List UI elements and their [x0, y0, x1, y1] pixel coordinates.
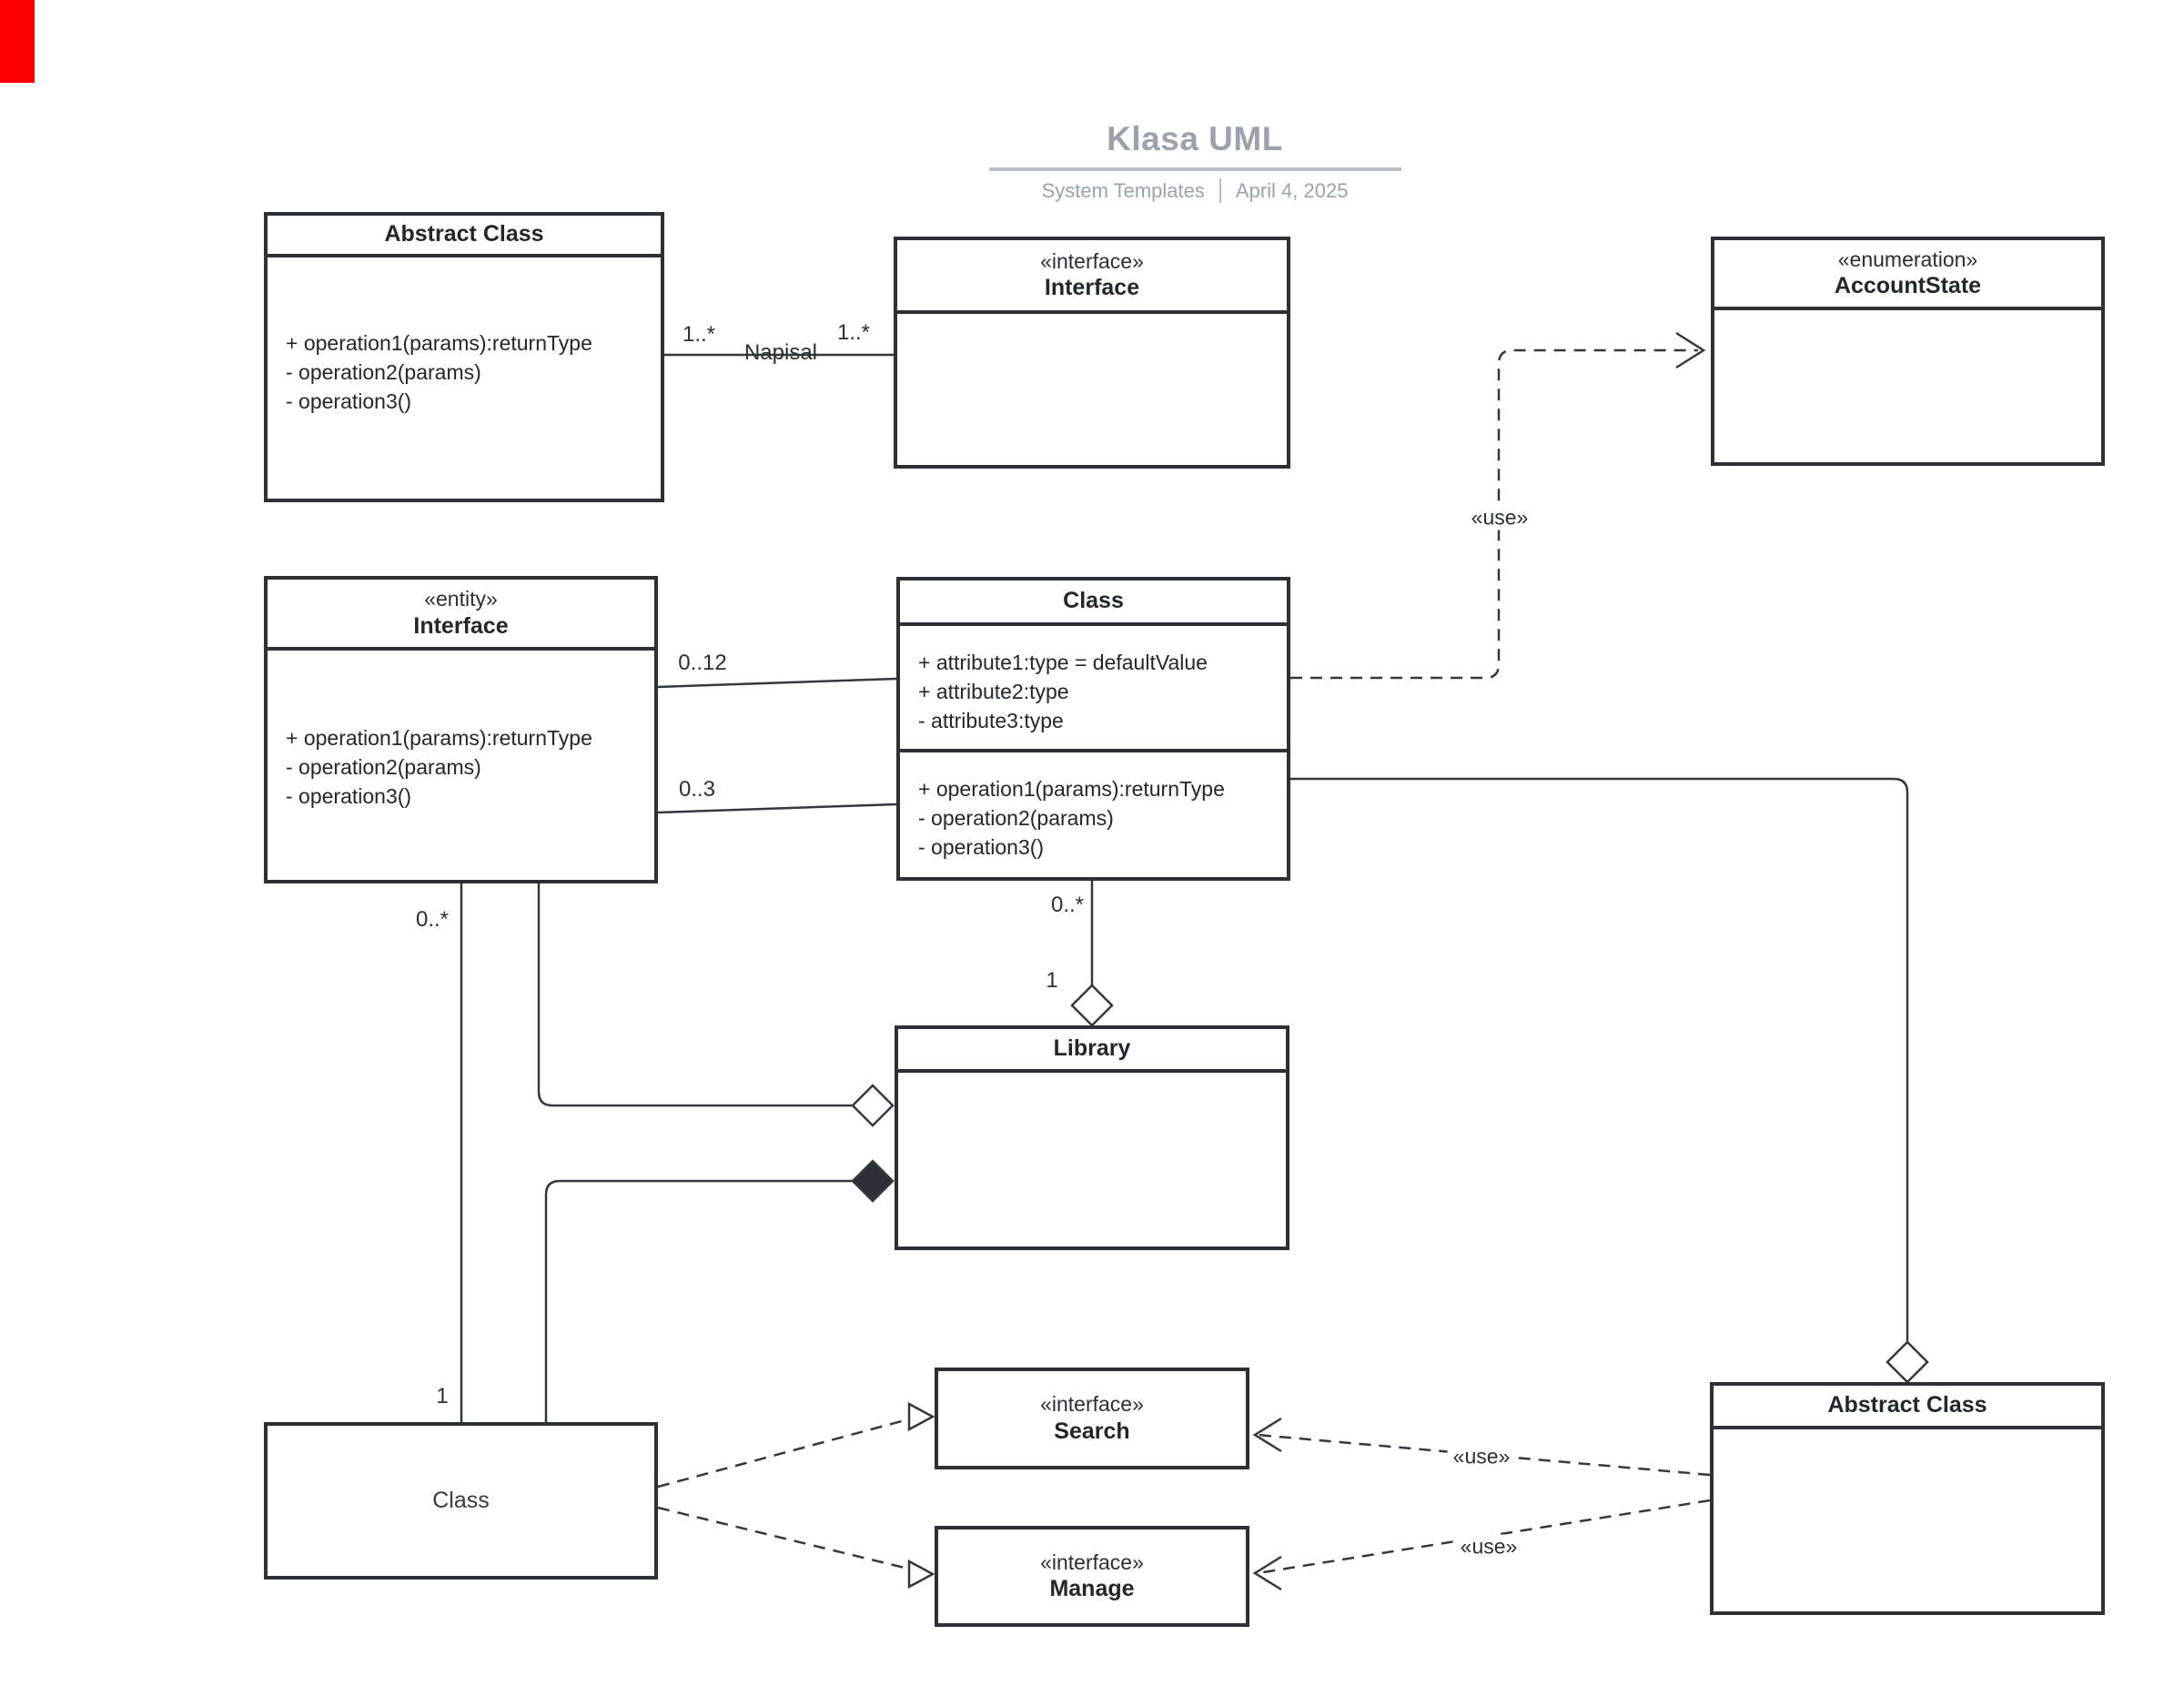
use-stereotype-label: «use» — [1465, 505, 1534, 530]
class-box-entity-interface[interactable]: «entity» Interface + operation1(params):… — [264, 576, 658, 883]
page-title: Klasa UML — [1107, 120, 1283, 157]
attribute-line: - attribute3:type — [918, 709, 1064, 732]
operation-line: - operation3() — [918, 835, 1045, 859]
association-0-12-line — [657, 677, 897, 689]
operation-line: - operation2(params) — [286, 755, 481, 779]
class-title: Search — [1054, 1418, 1130, 1444]
class-box-library[interactable]: Library — [895, 1025, 1289, 1250]
class-title: Library — [1053, 1035, 1131, 1062]
class-box-abstract-top[interactable]: Abstract Class + operation1(params):retu… — [264, 212, 664, 502]
class-title: Class — [432, 1488, 490, 1513]
aggregation-interface-library-line — [537, 883, 852, 1107]
multiplicity-label: 0..12 — [678, 651, 727, 675]
open-arrowhead-search-icon — [1252, 1417, 1282, 1453]
class-title: Manage — [1049, 1576, 1135, 1602]
subtitle-left: System Templates — [1041, 178, 1205, 202]
multiplicity-label: 0..* — [1050, 893, 1085, 917]
class-title: AccountState — [1834, 273, 1982, 299]
realization-triangle-search-icon — [907, 1401, 935, 1432]
class-box-interface-top[interactable]: «interface» Interface — [894, 237, 1290, 469]
attribute-line: + attribute1:type = defaultValue — [918, 651, 1208, 674]
title-underline — [989, 167, 1401, 171]
subtitle-date: April 4, 2025 — [1235, 178, 1349, 202]
multiplicity-label: 0..* — [415, 907, 450, 932]
realization-triangle-manage-icon — [907, 1559, 935, 1590]
composition-diamond-library-left-icon — [851, 1159, 895, 1203]
aggregation-class-abstract-line — [1290, 777, 1909, 1341]
operation-line: + operation1(params):returnType — [286, 331, 592, 355]
class-box-accountstate[interactable]: «enumeration» AccountState — [1711, 237, 2105, 466]
realization-search-line — [657, 1418, 909, 1489]
composition-class-library-line — [544, 1179, 852, 1422]
class-box-interface-manage[interactable]: «interface» Manage — [935, 1526, 1249, 1627]
multiplicity-label: 1..* — [836, 320, 871, 345]
use-stereotype-label: «use» — [1447, 1444, 1516, 1469]
class-box-class-mid[interactable]: Class + attribute1:type = defaultValue +… — [896, 577, 1290, 881]
realization-manage-line — [657, 1506, 909, 1570]
stereotype-label: «entity» — [424, 587, 498, 611]
page-subtitle: System Templates April 4, 2025 — [922, 178, 1468, 203]
open-arrowhead-accountstate-icon — [1675, 331, 1706, 369]
aggregation-diamond-library-top-icon — [1070, 984, 1114, 1027]
class-box-interface-search[interactable]: «interface» Search — [935, 1368, 1249, 1469]
use-stereotype-label: «use» — [1454, 1534, 1523, 1560]
aggregation-diamond-library-left-icon — [851, 1084, 895, 1127]
multiplicity-label: 1 — [436, 1384, 449, 1408]
multiplicity-label: 1 — [1046, 968, 1058, 993]
class-title: Interface — [413, 612, 509, 639]
operation-line: - operation3() — [286, 389, 412, 413]
aggregation-diamond-abstract-icon — [1886, 1340, 1929, 1384]
operation-line: + operation1(params):returnType — [286, 726, 592, 750]
multiplicity-label: 1..* — [682, 322, 716, 347]
operation-line: - operation2(params) — [286, 360, 481, 384]
stereotype-label: «interface» — [1040, 1550, 1144, 1574]
stereotype-label: «enumeration» — [1837, 247, 1978, 271]
class-title: Class — [1063, 588, 1124, 614]
multiplicity-label: 0..3 — [678, 777, 716, 802]
class-box-abstract-bottom[interactable]: Abstract Class — [1710, 1382, 2105, 1615]
class-title: Abstract Class — [1827, 1392, 1987, 1418]
class-title: Abstract Class — [384, 221, 544, 247]
stereotype-label: «interface» — [1040, 1392, 1144, 1416]
operation-line: + operation1(params):returnType — [918, 777, 1225, 801]
attribute-line: + attribute2:type — [918, 680, 1069, 703]
subtitle-separator — [1218, 178, 1221, 203]
red-accent-bar — [0, 0, 35, 83]
operation-line: - operation3() — [286, 784, 412, 808]
stereotype-label: «interface» — [1040, 248, 1144, 273]
open-arrowhead-manage-icon — [1252, 1555, 1282, 1591]
class-box-class-bottom[interactable]: Class — [264, 1422, 658, 1580]
association-name-label: Napisal — [743, 340, 818, 365]
operation-line: - operation2(params) — [918, 806, 1114, 830]
class-title: Interface — [1044, 275, 1140, 301]
association-0-3-line — [657, 803, 897, 814]
